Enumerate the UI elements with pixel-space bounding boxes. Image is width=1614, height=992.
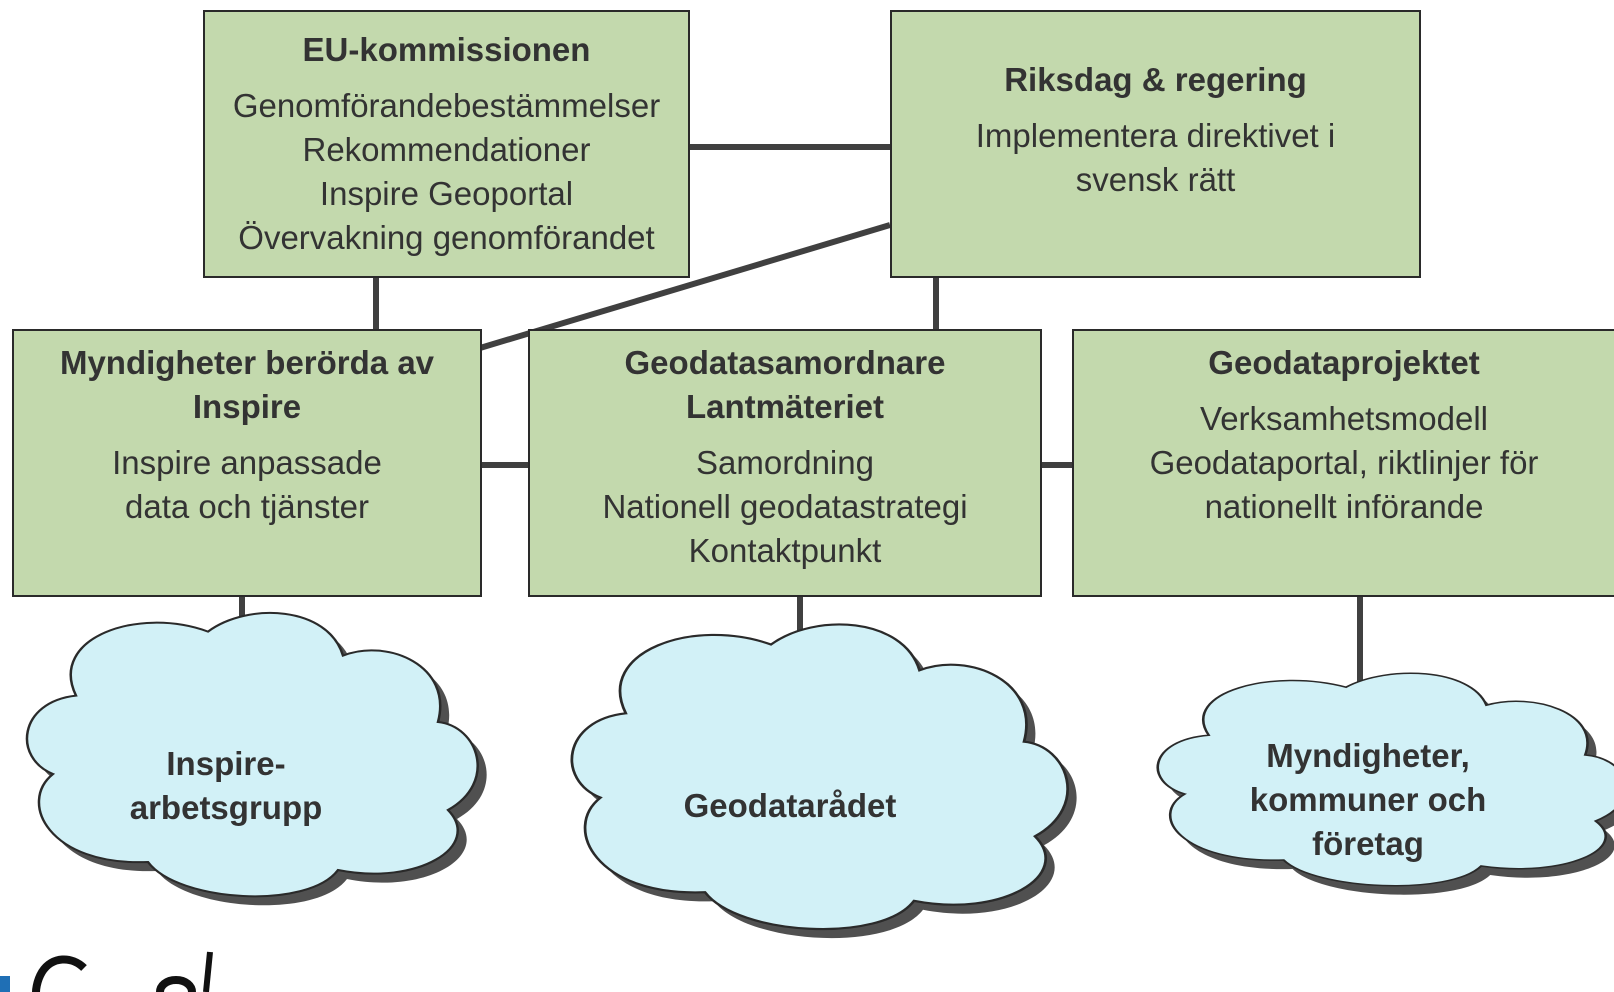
cloud-line: företag (1312, 825, 1424, 862)
box-line: Inspire Geoportal (319, 175, 574, 212)
box-line: Verksamhetsmodell (1200, 400, 1488, 437)
box-geodataprojektet: Geodataprojektet Verksamhetsmodell Geoda… (1072, 329, 1614, 597)
box-line: Rekommendationer (302, 131, 591, 168)
box-title: EU-kommissionen (302, 31, 591, 68)
box-line: Nationell geodatastrategi (602, 488, 968, 525)
box-eu-kommissionen: EU-kommissionen Genomförandebestämmelser… (203, 10, 690, 278)
box-line: Implementera direktivet i (975, 117, 1336, 154)
cloud-line: Inspire- (166, 745, 286, 782)
box-title: Geodataprojektet (1208, 344, 1480, 381)
connector-riksdag-myndigheter (479, 222, 891, 351)
box-riksdag-regering: Riksdag & regering Implementera direktiv… (890, 10, 1421, 278)
cloud-line: Geodatarådet (683, 787, 897, 824)
box-line: nationellt införande (1204, 488, 1484, 525)
box-title: Myndigheter berörda av (59, 344, 435, 381)
cloud-label-inspire: Inspire- arbetsgrupp (76, 742, 376, 830)
box-title: Riksdag & regering (1004, 61, 1307, 98)
box-title: Inspire (192, 388, 302, 425)
cloud-line: Myndigheter, (1266, 737, 1470, 774)
box-line: Genomförandebestämmelser (232, 87, 661, 124)
box-line: Geodataportal, riktlinjer för (1149, 444, 1539, 481)
cloud-line: arbetsgrupp (129, 789, 323, 826)
box-line: Samordning (696, 444, 874, 481)
box-line: data och tjänster (125, 488, 369, 525)
box-geodatasamordnare: Geodatasamordnare Lantmäteriet Samordnin… (528, 329, 1042, 597)
box-line: Inspire anpassade (112, 444, 382, 481)
box-line: svensk rätt (1075, 161, 1236, 198)
cloud-label-geodataradet: Geodatarådet (640, 784, 940, 828)
box-myndigheter-berorda: Myndigheter berörda av Inspire Inspire a… (12, 329, 482, 597)
logo-mark (0, 950, 220, 992)
logo-mark-graphic (0, 951, 213, 992)
box-line: Övervakning genomförandet (238, 219, 655, 256)
cloud-line: kommuner och (1249, 781, 1487, 818)
box-title: Lantmäteriet (685, 388, 885, 425)
box-line: Kontaktpunkt (688, 532, 882, 569)
box-title: Geodatasamordnare (624, 344, 946, 381)
cloud-label-myndigheter-kommuner: Myndigheter, kommuner och företag (1218, 734, 1518, 866)
cloud-geodataradet (570, 623, 1077, 939)
